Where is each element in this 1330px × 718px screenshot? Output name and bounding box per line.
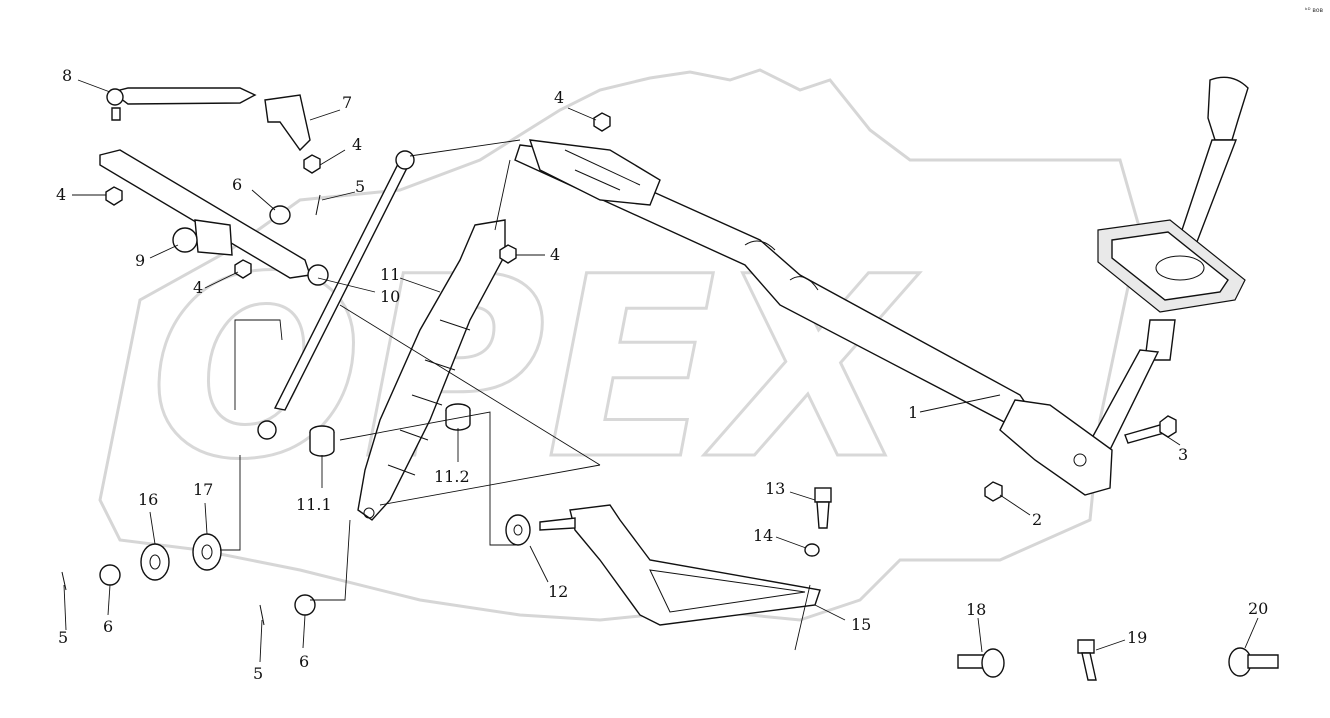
- nuts-part-4: [105, 112, 611, 279]
- corner-label: ᵇᴰ ʙᴏʙ: [1305, 7, 1324, 14]
- callout-11-1: 11.1: [296, 495, 332, 514]
- callout-8: 8: [62, 66, 72, 85]
- callout-4c: 4: [352, 135, 362, 154]
- callout-6c: 6: [299, 652, 309, 671]
- callout-5b: 5: [58, 628, 68, 647]
- callout-4e: 4: [550, 245, 560, 264]
- shift-lever-assembly: [999, 76, 1249, 496]
- bolt-part-3: [1124, 415, 1177, 444]
- callout-5c: 5: [253, 664, 263, 683]
- bushing-part-11-1: [309, 425, 335, 457]
- flange-bolt-part-20: [1228, 647, 1279, 677]
- callout-7: 7: [342, 93, 352, 112]
- callout-2: 2: [1032, 510, 1042, 529]
- leader-lines: [63, 79, 1259, 663]
- callout-15: 15: [851, 615, 871, 634]
- callout-5a: 5: [355, 177, 365, 196]
- washer-part-17: [192, 533, 222, 571]
- washer-part-16: [140, 543, 170, 581]
- callout-3: 3: [1178, 445, 1188, 464]
- callout-labels: 1 2 3 4 4 4 4 4 5 5 5 6 6 6 7 8 9 10 11 …: [56, 66, 1268, 683]
- callout-6a: 6: [232, 175, 242, 194]
- watermark-text: OPEX: [150, 223, 920, 514]
- bolt-part-13: [814, 487, 832, 529]
- pedal-bracket-part-15: [539, 504, 821, 626]
- callout-14: 14: [753, 526, 773, 545]
- washer-part-14: [804, 543, 820, 557]
- callout-4d: 4: [554, 88, 564, 107]
- castle-nut-part-6-mid: [294, 594, 316, 616]
- callout-11-2: 11.2: [434, 467, 470, 486]
- tie-rod-part-8: [106, 87, 257, 121]
- cotter-pins-part-5: [61, 194, 321, 626]
- callout-20: 20: [1248, 599, 1268, 618]
- callout-19: 19: [1127, 628, 1147, 647]
- callout-18: 18: [966, 600, 986, 619]
- callout-4b: 4: [193, 278, 203, 297]
- bracket-part-7: [264, 94, 311, 152]
- callout-17: 17: [193, 480, 213, 499]
- callout-9: 9: [135, 251, 145, 270]
- bushing-part-11-2: [445, 403, 471, 431]
- nut-part-2: [984, 481, 1003, 502]
- callout-13: 13: [765, 479, 785, 498]
- bolt-part-19: [1077, 639, 1097, 681]
- castle-nut-part-6-left: [99, 564, 121, 586]
- selector-rod: [99, 149, 329, 286]
- callout-11: 11: [380, 265, 400, 284]
- callout-12: 12: [548, 582, 568, 601]
- callout-10: 10: [380, 287, 400, 306]
- callout-16: 16: [138, 490, 158, 509]
- castle-nut-part-6-top: [269, 205, 291, 225]
- link-rod-part-10: [257, 150, 415, 440]
- callout-6b: 6: [103, 617, 113, 636]
- washer-part-12: [505, 514, 531, 546]
- callout-4a: 4: [56, 185, 66, 204]
- flange-bolt-part-18: [957, 648, 1005, 678]
- callout-1: 1: [908, 403, 918, 422]
